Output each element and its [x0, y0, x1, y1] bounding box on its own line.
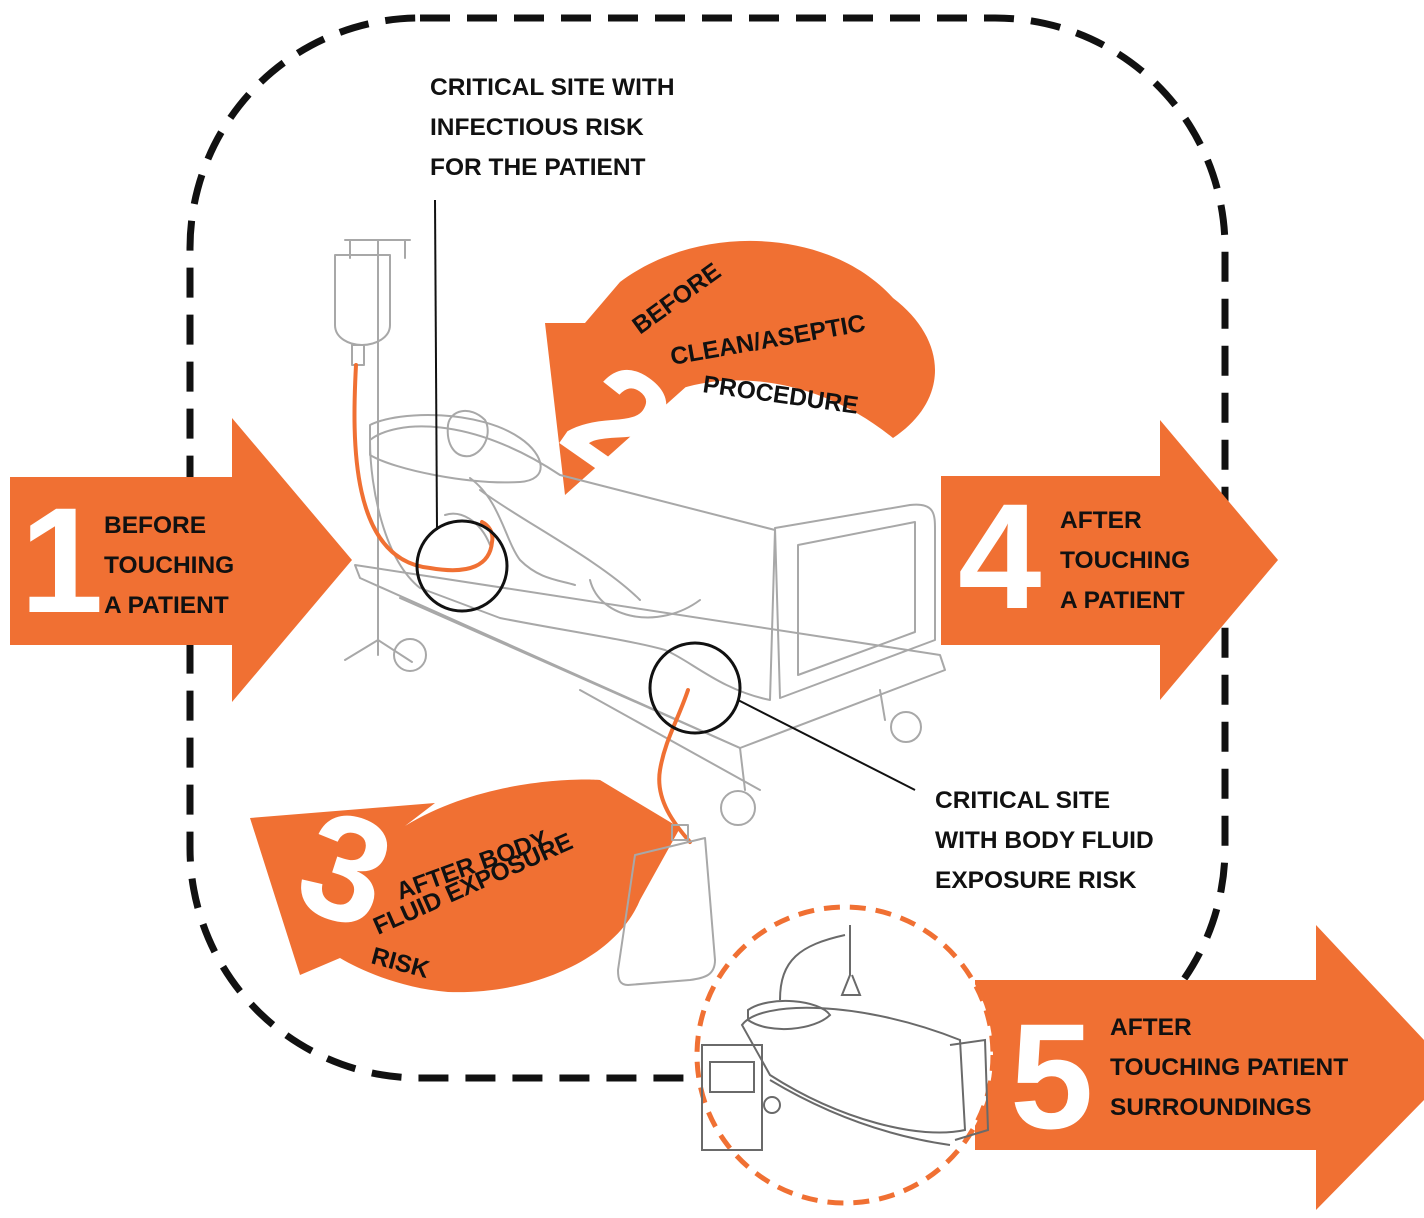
moment-4: 4 AFTER TOUCHING A PATIENT	[941, 420, 1278, 700]
moment-5-number: 5	[1010, 992, 1093, 1160]
critical-site-fluid-label: CRITICAL SITE WITH BODY FLUID EXPOSURE R…	[935, 787, 1160, 894]
moment-4-label: AFTER TOUCHING A PATIENT	[1060, 507, 1197, 614]
moment-5-arrow	[975, 925, 1424, 1210]
moment-4-number: 4	[958, 472, 1041, 640]
critical-site-fluid-leader	[737, 699, 916, 791]
moment-2: 2 BEFORE CLEAN/ASEPTIC PROCEDURE	[537, 240, 936, 514]
moment-1: 1 BEFORE TOUCHING A PATIENT	[10, 418, 352, 702]
moment-1-number: 1	[20, 476, 103, 644]
moment-4-arrow	[941, 420, 1278, 700]
moment-1-arrow	[10, 418, 352, 702]
critical-site-infection-label: CRITICAL SITE WITH INFECTIOUS RISK FOR T…	[430, 74, 681, 181]
moment-3-arrow	[250, 779, 680, 993]
critical-site-iv-leader	[434, 199, 438, 531]
moment-3: 3 AFTER BODY FLUID EXPOSURE RISK	[250, 776, 680, 993]
critical-site-fluid-circle	[648, 641, 742, 735]
empty-bed-illustration	[694, 904, 996, 1206]
moment-5: 5 AFTER TOUCHING PATIENT SURROUNDINGS	[975, 925, 1424, 1210]
moment-5-label: AFTER TOUCHING PATIENT SURROUNDINGS	[1110, 1014, 1355, 1121]
moment-2-arrow	[545, 240, 936, 495]
critical-site-iv-circle	[415, 519, 509, 613]
moment-1-label: BEFORE TOUCHING A PATIENT	[104, 512, 241, 619]
